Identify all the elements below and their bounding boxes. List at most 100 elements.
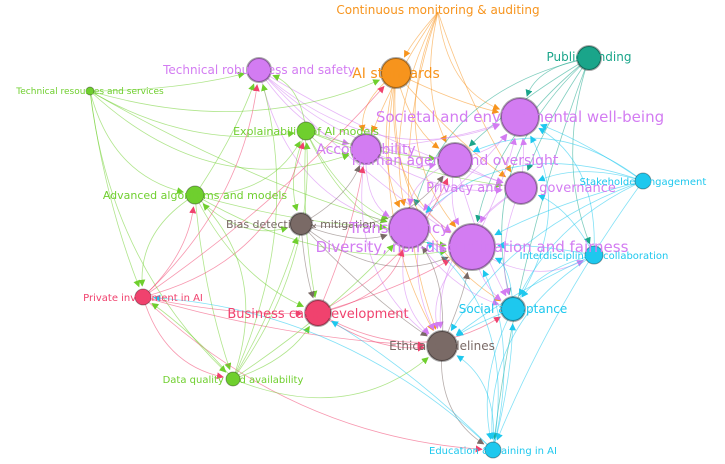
edge-n2-n16 <box>572 57 591 245</box>
edge-n19-n22 <box>486 308 514 440</box>
edge-n11-n10 <box>537 171 644 182</box>
node-label-n10: Privacy and data governance <box>426 181 616 196</box>
edge-n5-n12 <box>89 90 185 195</box>
edge-n22-n18 <box>331 320 494 451</box>
edge-n2-n15 <box>475 57 590 223</box>
edge-n17-n7 <box>142 141 306 298</box>
edge-n7-n14 <box>305 130 389 220</box>
edge-n21-n7 <box>232 142 311 380</box>
edge-n7-n15 <box>305 130 447 249</box>
node-n11[interactable] <box>634 172 652 190</box>
node-label-n21: Data quality and availability <box>163 375 304 386</box>
node-n9[interactable] <box>437 142 473 178</box>
node-n15[interactable] <box>448 223 496 271</box>
edge-n11-n22 <box>496 180 644 441</box>
edge-n17-n22 <box>142 296 483 453</box>
edge-n16-n19 <box>521 254 595 298</box>
edge-n4-n10 <box>395 72 507 178</box>
node-n20[interactable] <box>426 330 458 362</box>
edge-n4-n14 <box>385 72 400 208</box>
edge-n2-n22 <box>491 57 590 440</box>
edge-n8-n6 <box>365 122 500 150</box>
node-n18[interactable] <box>304 299 332 327</box>
node-n10[interactable] <box>504 171 538 205</box>
node-label-n22: Education & training in AI <box>429 446 557 457</box>
node-label-n15: Diversity, non-discrimination and fairne… <box>316 238 629 256</box>
node-label-n17: Private investment in AI <box>83 293 203 304</box>
edge-n17-n18 <box>142 296 303 318</box>
node-n4[interactable] <box>380 57 412 89</box>
edge-n22-n20 <box>456 355 495 451</box>
edge-n16-n15 <box>497 241 595 256</box>
node-n2[interactable] <box>576 45 602 71</box>
edge-n3-n6 <box>258 69 501 140</box>
edge-n16-n10 <box>537 194 595 256</box>
edge-n21-n3 <box>232 83 278 380</box>
edge-n4-n20 <box>387 72 434 331</box>
edge-n21-n18 <box>232 325 310 380</box>
edge-n13-n20 <box>300 223 428 337</box>
edge-n13-n15 <box>300 223 449 268</box>
edge-n11-n6 <box>539 123 644 182</box>
node-n12[interactable] <box>185 185 205 205</box>
node-n16[interactable] <box>584 245 604 265</box>
edge-n2-n19 <box>501 57 590 296</box>
edge-n1-n14 <box>398 11 439 207</box>
edge-n3-n9 <box>258 69 436 162</box>
edge-n17-n21 <box>142 296 224 380</box>
edge-n17-n3 <box>142 84 260 298</box>
node-label-n20: Ethical guidelines <box>389 339 495 353</box>
edge-n7-n3 <box>272 74 307 132</box>
edge-n1-n20 <box>407 11 439 330</box>
edge-n1-n9 <box>430 11 447 143</box>
node-n6[interactable] <box>500 97 540 137</box>
node-n5[interactable] <box>85 86 95 96</box>
node-layer <box>85 45 652 459</box>
edge-n7-n13 <box>291 130 307 212</box>
node-label-n2: Public funding <box>547 50 632 64</box>
edge-n11-n19 <box>519 180 644 297</box>
edge-n5-n14 <box>89 90 388 224</box>
node-n3[interactable] <box>246 57 272 83</box>
edge-n16-n6 <box>538 127 595 256</box>
edge-n11-n15 <box>494 180 644 236</box>
edge-n1-n4 <box>404 11 439 58</box>
node-label-n14: Transparency <box>348 219 449 237</box>
node-n21[interactable] <box>225 371 241 387</box>
edge-n5-n21 <box>89 90 227 373</box>
edge-n18-n8 <box>317 166 366 314</box>
node-n7[interactable] <box>296 121 316 141</box>
node-n13[interactable] <box>289 212 313 236</box>
edge-n13-n14 <box>300 223 388 241</box>
node-n22[interactable] <box>484 441 502 459</box>
edge-n5-n4 <box>89 79 381 112</box>
edge-n17-n12 <box>142 206 197 298</box>
edge-n16-n22 <box>488 254 595 440</box>
edge-n11-n20 <box>450 180 644 332</box>
edge-n12-n17 <box>138 194 196 287</box>
node-n14[interactable] <box>388 207 430 249</box>
node-label-n1: Continuous monitoring & auditing <box>336 3 539 17</box>
edge-n18-n14 <box>317 249 405 314</box>
edge-n13-n9 <box>300 175 444 227</box>
node-label-n16: Interdisciplinary collaboration <box>520 251 669 262</box>
edge-n1-n6 <box>437 11 501 111</box>
edge-n7-n10 <box>305 130 503 188</box>
edge-n22-n14 <box>426 241 499 451</box>
node-label-n8: Accountability <box>316 142 415 158</box>
edge-n5-n3 <box>89 71 246 92</box>
node-label-n19: Social acceptance <box>459 302 568 316</box>
edge-n21-n20 <box>232 357 429 399</box>
edge-n12-n18 <box>194 194 305 308</box>
node-n8[interactable] <box>350 133 382 165</box>
edge-n12-n7 <box>194 140 301 196</box>
edge-n4-n19 <box>394 72 501 302</box>
node-n17[interactable] <box>134 288 152 306</box>
node-label-n5: Technical resources and services <box>15 87 164 97</box>
node-n19[interactable] <box>500 296 526 322</box>
edge-n2-n10 <box>526 57 590 171</box>
edge-n18-n19 <box>317 312 501 343</box>
